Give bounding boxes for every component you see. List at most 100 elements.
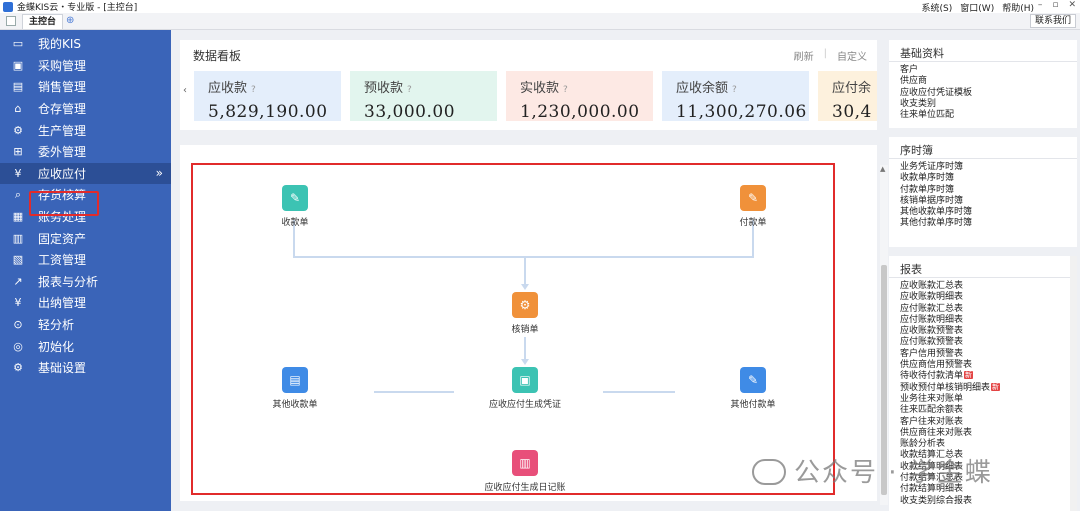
other-receipt-icon: ▤ <box>282 367 308 393</box>
sidebar-item-production[interactable]: ⚙ 生产管理 <box>0 119 171 141</box>
reports-scrollbar[interactable] <box>1070 256 1077 511</box>
restore-icon[interactable]: ▫ <box>1052 0 1059 10</box>
sidebar-item-sales[interactable]: ▤销售管理 <box>0 76 171 98</box>
flow-node-payment[interactable]: ✎付款单 <box>713 185 793 228</box>
flow-node-receipt[interactable]: ✎收款单 <box>255 185 335 228</box>
close-icon[interactable]: ✕ <box>1068 0 1076 10</box>
home-icon[interactable] <box>6 16 16 26</box>
sidebar-item-my-kis[interactable]: ▭我的KIS <box>0 33 171 55</box>
report-item[interactable]: 客户信用预警表 <box>900 348 964 359</box>
highlight-box <box>29 191 99 216</box>
scroll-left-icon[interactable]: ‹ <box>183 85 187 96</box>
sidebar-item-label: 销售管理 <box>38 80 87 95</box>
sidebar-item-fixed-assets[interactable]: ▥固定资产 <box>0 227 171 249</box>
arrow-down-icon <box>521 284 529 290</box>
report-item[interactable]: 应收账款预警表 <box>900 326 964 337</box>
report-item[interactable]: 供应商往来对账表 <box>900 427 973 438</box>
sidebar-item-cashier[interactable]: ¥出纳管理 <box>0 292 171 314</box>
report-item[interactable]: 往来匹配余额表 <box>900 405 964 416</box>
building-icon: ▥ <box>12 231 24 245</box>
sidebar-item-label: 基础设置 <box>38 361 87 376</box>
gear-icon: ⚙ <box>13 123 23 137</box>
flow-node-other-receipt[interactable]: ▤其他收款单 <box>255 367 335 410</box>
init-icon: ◎ <box>13 339 23 353</box>
help-icon[interactable]: ? <box>407 85 412 95</box>
sidebar-item-label: 生产管理 <box>38 123 87 138</box>
sidebar-item-light-analysis[interactable]: ⊙轻分析 <box>0 314 171 336</box>
node-label: 收款单 <box>281 218 309 228</box>
report-item[interactable]: 付款结算汇总表 <box>900 473 964 484</box>
sidebar-item-outsourcing[interactable]: ⊞委外管理 <box>0 141 171 163</box>
menu-window[interactable]: 窗口(W) <box>960 4 995 14</box>
scrollbar-thumb[interactable] <box>881 265 887 495</box>
sidebar-item-accounting[interactable]: ▦账务处理 <box>0 206 171 228</box>
tab-main-console[interactable]: 主控台 <box>22 14 64 29</box>
voucher-icon: ▣ <box>512 367 538 393</box>
report-item[interactable]: 供应商信用预警表 <box>900 360 973 371</box>
sidebar-item-receivable-payable[interactable]: ¥应收应付» <box>0 162 171 185</box>
flow-node-voucher[interactable]: ▣应收应付生成凭证 <box>470 367 580 410</box>
report-item[interactable]: 收款结算汇总表 <box>900 450 964 461</box>
sidebar-item-purchase[interactable]: ▣采购管理 <box>0 55 171 77</box>
kpi-label: 实收款 <box>520 81 560 96</box>
link-partner-matching[interactable]: 往来单位匹配 <box>900 110 955 121</box>
kpi-card-receivable[interactable]: 应收款?5,829,190.00 <box>194 71 341 121</box>
top-menu: 系统(S) 窗口(W) 帮助(H) <box>922 1 1034 14</box>
kpi-label: 应付余 <box>832 81 872 96</box>
flow-node-journal[interactable]: ▥应收应付生成日记账 <box>470 450 580 493</box>
sidebar-item-salary[interactable]: ▧工资管理 <box>0 249 171 271</box>
flow-node-writeoff[interactable]: ⚙核销单 <box>485 292 565 335</box>
link-voucher-template[interactable]: 应收应付凭证模板 <box>900 87 973 98</box>
menu-system[interactable]: 系统(S) <box>921 4 953 14</box>
flow-node-other-payment[interactable]: ✎其他付款单 <box>713 367 793 410</box>
scroll-up-icon[interactable]: ▲ <box>880 165 886 173</box>
sidebar-item-warehouse[interactable]: ⌂仓存管理 <box>0 98 171 120</box>
link-biz-voucher-seq[interactable]: 业务凭证序时簿 <box>900 162 964 172</box>
link-customer[interactable]: 客户 <box>900 65 919 75</box>
report-item[interactable]: 待收待付款清单新 <box>900 371 1066 382</box>
sidebar-item-basic-settings[interactable]: ⚙基础设置 <box>0 357 171 379</box>
report-item[interactable]: 应付账款明细表 <box>900 314 964 325</box>
kpi-value: 5,829,190.00 <box>208 102 328 121</box>
report-item[interactable]: 收支类别综合报表 <box>900 495 973 506</box>
contact-us-button[interactable]: 联系我们 <box>1029 14 1076 28</box>
node-label: 其他付款单 <box>730 400 776 410</box>
customize-link[interactable]: 自定义 <box>837 52 867 63</box>
watermark-text: 公众号 · 学金蝶 <box>794 458 993 488</box>
pin-icon[interactable]: ⊕ <box>66 15 75 26</box>
kpi-card-advance-receipt[interactable]: 预收款?33,000.00 <box>350 71 497 121</box>
minimize-icon[interactable]: – <box>1037 0 1043 10</box>
monitor-icon: ▭ <box>12 37 24 51</box>
report-item[interactable]: 客户往来对账表 <box>900 416 964 427</box>
connector-line <box>603 391 675 393</box>
kpi-card-received[interactable]: 实收款?1,230,000.00 <box>506 71 653 121</box>
report-item[interactable]: 预收预付单核销明细表新 <box>900 382 1066 394</box>
link-other-receipt-seq[interactable]: 其他收款单序时簿 <box>900 207 973 218</box>
report-item[interactable]: 账龄分析表 <box>900 439 946 450</box>
sidebar-item-label: 委外管理 <box>38 145 87 160</box>
link-receipt-seq[interactable]: 收款单序时簿 <box>900 173 955 184</box>
report-item[interactable]: 应付账款预警表 <box>900 337 964 348</box>
help-icon[interactable]: ? <box>732 85 737 95</box>
report-item[interactable]: 业务往来对账单 <box>900 393 964 404</box>
link-supplier[interactable]: 供应商 <box>900 76 928 87</box>
link-payment-seq[interactable]: 付款单序时簿 <box>900 184 955 195</box>
report-item[interactable]: 应收账款明细表 <box>900 292 964 303</box>
help-icon[interactable]: ? <box>251 85 256 95</box>
menu-help[interactable]: 帮助(H) <box>1002 4 1034 14</box>
help-icon[interactable]: ? <box>563 85 568 95</box>
refresh-link[interactable]: 刷新 <box>793 52 814 63</box>
main-scrollbar[interactable]: ▲ <box>880 165 888 505</box>
kpi-card-receivable-balance[interactable]: 应收余额?11,300,270.06 <box>662 71 809 121</box>
report-item[interactable]: 收款结算明细表 <box>900 461 964 472</box>
link-writeoff-seq[interactable]: 核销单据序时簿 <box>900 195 964 206</box>
sidebar-item-reports[interactable]: ↗报表与分析 <box>0 271 171 293</box>
report-item[interactable]: 付款结算明细表 <box>900 484 964 495</box>
link-income-expense-type[interactable]: 收支类别 <box>900 98 937 109</box>
link-other-payment-seq[interactable]: 其他付款单序时簿 <box>900 218 973 229</box>
report-item[interactable]: 应收账款汇总表 <box>900 281 964 291</box>
sidebar-item-initialization[interactable]: ◎初始化 <box>0 335 171 357</box>
report-item[interactable]: 应付账款汇总表 <box>900 303 964 314</box>
reports-box: 报表 应收账款汇总表 应收账款明细表 应付账款汇总表 应付账款明细表 应收账款预… <box>889 256 1077 511</box>
